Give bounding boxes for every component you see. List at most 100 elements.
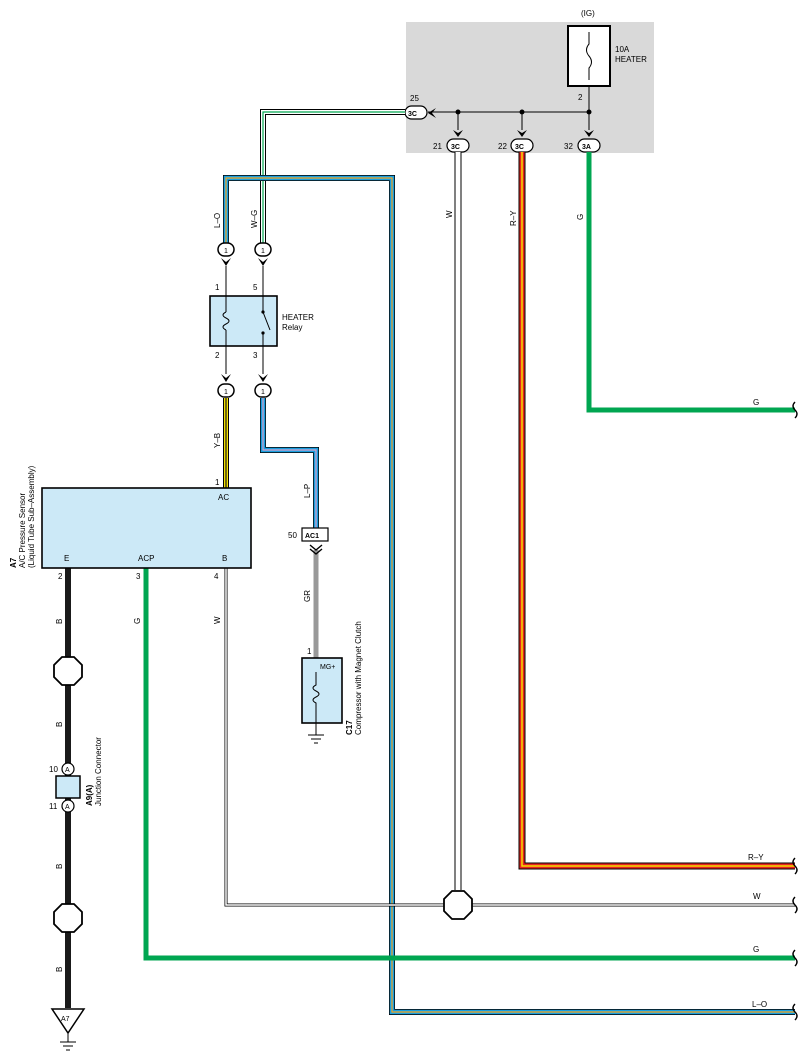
ac1-pin: 50 <box>288 531 297 540</box>
fuse-pin: 2 <box>578 93 583 102</box>
fuse-symbol <box>586 32 592 80</box>
wire-w-label: W <box>445 210 454 218</box>
jc-letter-top: A <box>65 767 70 774</box>
wire-g-label: G <box>576 214 585 220</box>
jb-pin-22: 22 <box>498 142 507 151</box>
wire-lp-label: L–P <box>303 484 312 498</box>
jb-conn-25-label: 3C <box>408 111 417 118</box>
wire-yb-label: Y–B <box>213 433 222 448</box>
compressor-pin: 1 <box>307 647 312 656</box>
ground-a7: A7 <box>50 1008 86 1051</box>
jc-pin-top: 10 <box>49 765 58 774</box>
relay-conn-a-top-label: 1 <box>224 248 228 255</box>
sensor-pin-acp: 3 <box>136 572 141 581</box>
relay-connector-yb-bottom: 1 <box>217 374 235 398</box>
sensor-pin-b: 4 <box>214 572 219 581</box>
jb-pin-32: 32 <box>564 142 573 151</box>
wire-gr-label: GR <box>303 590 312 602</box>
sensor-code: A7 <box>9 557 18 568</box>
compressor-ground-icon <box>308 734 324 744</box>
wire-lo-label-right: L–O <box>752 1000 767 1009</box>
wire-wg-label: W–G <box>250 210 259 228</box>
compressor-body <box>301 657 343 724</box>
compressor-name: Compressor with Magnet Clutch <box>354 621 363 735</box>
relay-body <box>209 295 278 347</box>
relay-conn-a-bot-label: 1 <box>224 389 228 396</box>
wire-g-sensor-label-right: G <box>753 945 759 954</box>
ground-triangle <box>50 1008 86 1035</box>
ground-icon <box>60 1041 76 1051</box>
relay-coil <box>222 296 230 346</box>
jb-conn-32-label: 3A <box>582 144 591 151</box>
fuse-name: HEATER <box>615 55 647 64</box>
relay-pin-5: 5 <box>253 283 258 292</box>
ground-ref-label: A7 <box>61 1016 70 1023</box>
wire-lo-label: L–O <box>213 213 222 228</box>
wire-b-label-3: B <box>55 864 64 869</box>
sensor-body <box>41 487 252 569</box>
sensor-acp-label: ACP <box>138 554 154 563</box>
wire-b-label-1: B <box>55 619 64 624</box>
jb-connector-25: 3C 25 <box>404 94 428 120</box>
compressor-coil <box>312 672 320 735</box>
jc-body <box>55 775 81 799</box>
wire-wg <box>260 109 405 245</box>
wire-g-top <box>586 152 795 413</box>
junction-block-panel <box>406 22 654 153</box>
relay-pin-3: 3 <box>253 351 258 360</box>
wire-breaks <box>792 401 798 1021</box>
relay-pin-1: 1 <box>215 283 220 292</box>
relay-conn-b-top-label: 1 <box>261 248 265 255</box>
jb-conn-22-label: 3C <box>515 144 524 151</box>
compressor-terminal: MG+ <box>320 664 335 671</box>
jc-code: A9(A) <box>85 784 94 806</box>
junction-connector-a9: A A 10 11 A9(A) Junction Connector <box>49 737 103 813</box>
sensor-name: A/C Pressure Sensor <box>18 493 27 568</box>
ig-label: (IG) <box>581 9 595 18</box>
sensor-b-label: B <box>222 554 227 563</box>
jb-conn-21-label: 3C <box>451 144 460 151</box>
sensor-ac-label: AC <box>218 493 229 502</box>
wire-w-sensor-label: W <box>213 616 222 624</box>
jb-pin-21: 21 <box>433 142 442 151</box>
compressor-magnet-clutch: MG+ 1 C17 Compressor with Magnet Clutch <box>301 621 363 735</box>
ac1-label: AC1 <box>305 533 319 540</box>
heater-relay: 1 5 2 3 HEATER Relay <box>209 283 314 360</box>
jc-pin-bottom: 11 <box>49 802 58 811</box>
ac-pressure-sensor: AC E ACP B 2 3 4 A7 A/C Pressure Sensor … <box>9 465 252 581</box>
relay-connector-lp-bottom: 1 <box>254 374 272 398</box>
wire-w-sensor <box>224 568 795 907</box>
junction-block: (IG) 10A HEATER 2 <box>406 9 654 153</box>
wire-g-label-right: G <box>753 398 759 407</box>
jb-connector-21: 3C 21 <box>433 138 470 153</box>
relay-connector-wg-top: 1 <box>254 242 272 266</box>
wire-ry-label-right: R–Y <box>748 853 764 862</box>
wire-g-sensor-label: G <box>133 618 142 624</box>
wire-ry <box>518 152 795 870</box>
relay-conn-b-bot-label: 1 <box>261 389 265 396</box>
relay-pin-2: 2 <box>215 351 220 360</box>
splice-b-upper <box>53 656 83 686</box>
jb-pin-25: 25 <box>410 94 419 103</box>
jc-name: Junction Connector <box>94 737 103 806</box>
wire-b-label-4: B <box>55 967 64 972</box>
wire-b-label-2: B <box>55 722 64 727</box>
wire-g-sensor <box>143 568 795 961</box>
compressor-code: C17 <box>345 720 354 735</box>
relay-name: HEATER <box>282 313 314 322</box>
jc-letter-bottom: A <box>65 804 70 811</box>
wire-lo <box>223 175 795 1015</box>
fuse-amp: 10A <box>615 45 630 54</box>
relay-connector-lo-top: 1 <box>217 242 235 266</box>
sensor-ac-pin: 1 <box>215 478 220 487</box>
splice-w <box>443 890 473 920</box>
relay-type: Relay <box>282 323 302 332</box>
wire-ry-label: R–Y <box>509 210 518 226</box>
sensor-e-label: E <box>64 554 69 563</box>
wire-w-label-right: W <box>753 892 761 901</box>
sensor-sub: (Liquid Tube Sub–Assembly) <box>27 465 36 568</box>
sensor-pin-e: 2 <box>58 572 63 581</box>
wire-lp <box>260 398 319 528</box>
splice-b-lower <box>53 903 83 933</box>
